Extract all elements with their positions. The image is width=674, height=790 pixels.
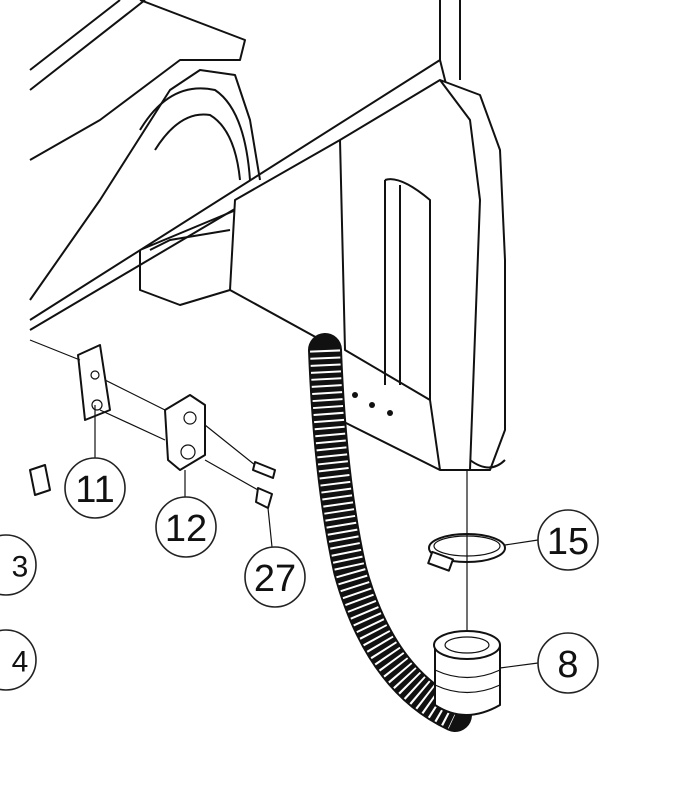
callout-11: 11: [64, 457, 126, 519]
screws: [29, 461, 276, 509]
assembly-lines: [29, 339, 259, 491]
bracket-12: [164, 394, 206, 471]
callout-8: 8: [537, 632, 599, 694]
callout-partial-3: 3: [0, 534, 37, 596]
callout-label: 12: [165, 508, 207, 550]
partial-callout-4-label: 4: [12, 646, 29, 679]
callout-27: 27: [244, 546, 306, 608]
partial-callout-3-label: 3: [12, 551, 29, 584]
callout-12: 12: [155, 496, 217, 558]
leader-lines: [94, 405, 539, 669]
callout-label: 15: [547, 521, 589, 563]
callout-label: 27: [254, 558, 296, 600]
drain-hose: [308, 333, 472, 732]
hose-fitting: [433, 630, 501, 716]
callout-label: 8: [557, 644, 578, 686]
bracket-11: [77, 344, 111, 421]
machine-housing: [29, 0, 506, 471]
callout-15: 15: [537, 509, 599, 571]
callout-partial-4: 4: [0, 629, 37, 691]
callout-label: 11: [75, 469, 114, 511]
